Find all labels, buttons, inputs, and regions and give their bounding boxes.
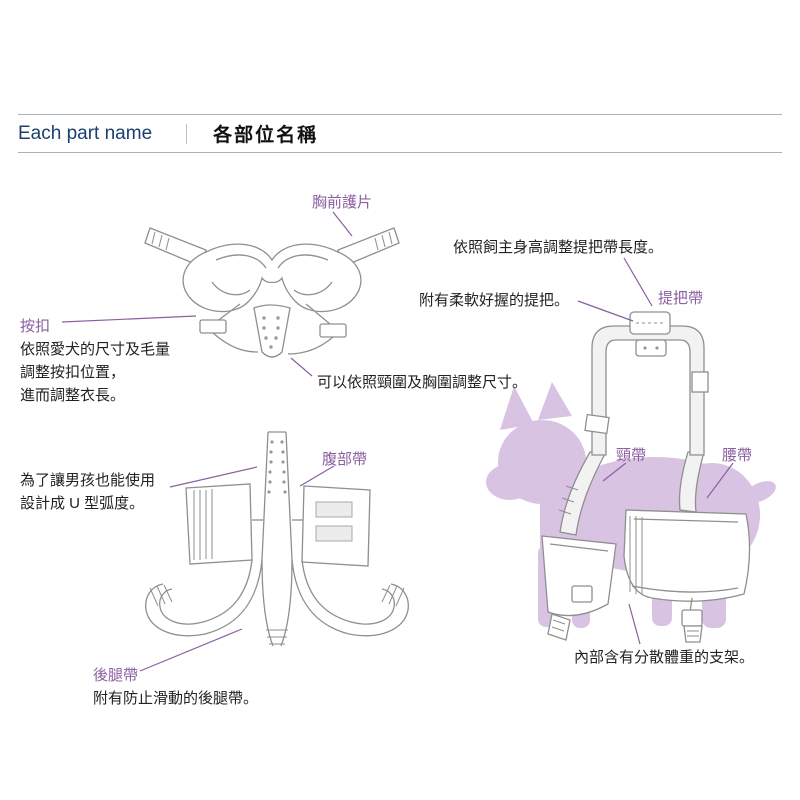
leader-waist-strap [706, 462, 734, 499]
note-hind-leg: 附有防止滑動的後腿帶。 [93, 690, 259, 707]
header-title-zh: 各部位名稱 [213, 125, 319, 146]
leader-soft-handle [577, 300, 634, 322]
note-size-adjust: 可以依照頸圍及胸圍調整尺寸。 [317, 374, 528, 391]
leader-belly-band [299, 465, 335, 487]
note-snap-adjust: 依照愛犬的尺寸及毛量 調整按扣位置， 進而調整衣長。 [20, 338, 170, 407]
label-waist-strap: 腰帶 [722, 447, 753, 464]
leader-handle-length [623, 257, 653, 307]
leader-neck-strap [602, 462, 627, 482]
note-u-line2: 設計成 U 型弧度。 [20, 495, 145, 512]
leader-u-shape [169, 466, 258, 488]
label-snap-button: 按扣 [20, 318, 51, 335]
chest-piece-drawing [144, 227, 400, 358]
leader-snap [61, 315, 197, 323]
note-snap-line1: 依照愛犬的尺寸及毛量 [20, 341, 171, 358]
header-separator [186, 123, 188, 144]
label-handle-strap: 提把帶 [658, 290, 704, 307]
leader-inner-support [628, 603, 641, 645]
label-belly-band: 腹部帶 [322, 451, 368, 468]
note-snap-line2: 調整按扣位置， [20, 364, 126, 381]
label-neck-strap: 頸帶 [616, 447, 647, 464]
label-chest-guard: 胸前護片 [312, 194, 373, 211]
note-inner-support: 內部含有分散體重的支架。 [574, 649, 755, 666]
belly-band-drawing [145, 431, 409, 647]
leader-lines [61, 211, 734, 672]
note-soft-handle: 附有柔軟好握的提把。 [419, 292, 570, 309]
harness-on-dog-drawing [541, 311, 751, 643]
leader-chest-guard [332, 211, 353, 237]
leader-size-adjust [290, 357, 313, 377]
header-title-en: Each part name [18, 122, 153, 144]
note-handle-length: 依照飼主身高調整提把帶長度。 [453, 239, 664, 256]
section-header: Each part name 各部位名稱 [18, 114, 782, 153]
label-hind-leg-band: 後腿帶 [93, 667, 139, 684]
note-snap-line3: 進而調整衣長。 [20, 387, 126, 404]
leader-hind-leg [139, 628, 243, 672]
note-u-shape: 為了讓男孩也能使用 設計成 U 型弧度。 [20, 469, 155, 515]
note-u-line1: 為了讓男孩也能使用 [20, 472, 156, 489]
